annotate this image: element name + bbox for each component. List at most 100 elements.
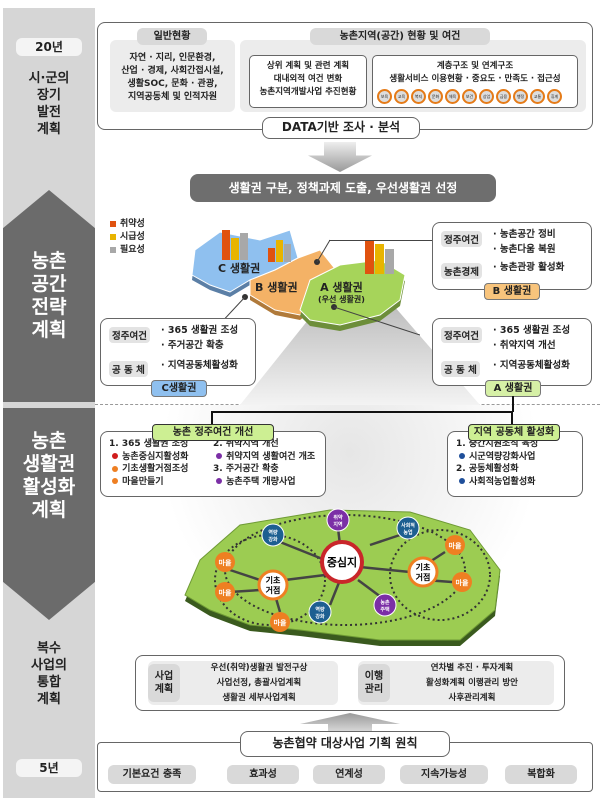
bar-urgency — [231, 238, 239, 260]
community-item: 시군역량강화사업 — [456, 451, 538, 464]
plan-item: 활성화계획 이행관리 방안 — [426, 678, 518, 688]
community-box: 1. 중간지원조직 육성 시군역량강화사업 2. 공동체활성화 사회적농업활성화 — [447, 431, 583, 497]
capacity-nodes — [261, 523, 332, 624]
vulnerable-node — [326, 508, 350, 532]
bar-necessity — [240, 233, 248, 260]
region-c-box: 정주여건 · 365 생활권 조성· 주거공간 확충 공 동 체 · 지역공동체… — [100, 318, 256, 386]
principle-complexity: 복합화 — [505, 765, 577, 784]
connector — [512, 396, 514, 412]
general-item: 자연 · 지리, 인문환경, — [129, 53, 216, 63]
living-item: 마을만들기 — [109, 476, 188, 489]
stage-text: 복수 — [37, 641, 61, 656]
capacity-label: 강화 — [315, 613, 325, 620]
label-economy: 농촌경제 — [441, 263, 482, 279]
bar-vulnerability — [222, 230, 230, 260]
item: · 365 생활권 조성 — [493, 325, 571, 336]
period-5-years: 5년 — [16, 759, 82, 777]
base-label: 거점 — [416, 572, 431, 582]
rural-title: 농촌지역(공간) 현황 및 여건 — [310, 28, 490, 45]
stage-text: 공간 — [31, 273, 67, 295]
structure-item: 생활서비스 이용현황 · 중요도 · 만족도 · 접근성 — [389, 74, 561, 84]
region-a-badge: A 생활권 — [485, 380, 541, 397]
bar-necessity — [284, 244, 291, 262]
legend-urgency: 시급성 — [110, 231, 145, 244]
general-items: 자연 · 지리, 인문환경,산업 · 경제, 사회간접시설,생활SOC, 문화 … — [110, 52, 235, 104]
region-a-label: A 생활권(우선 생활권) — [318, 282, 365, 306]
service-icon: 체육 — [445, 89, 460, 104]
living-item-text: 취약지역 생활여건 개조 — [226, 451, 316, 462]
living-item-text: 기초생활거점조성 — [122, 464, 189, 474]
label-text: 이행 — [364, 671, 384, 682]
living-heading: 1. 365 생활권 조성 — [109, 439, 189, 449]
banner-selection: 생활권 구분, 정책과제 도출, 우선생활권 선정 — [190, 174, 496, 202]
region-c-badge: C생활권 — [151, 380, 207, 397]
region-b-box: 정주여건 · 농촌공간 정비· 농촌다움 복원 농촌경제 · 농촌관광 활성화 — [432, 222, 592, 290]
plans-item: 대내외적 여건 변화 — [273, 74, 343, 84]
legend-label: 필요성 — [120, 245, 145, 255]
general-title: 일반현황 — [137, 28, 207, 45]
living-item-text: 농촌주택 개량사업 — [226, 476, 296, 487]
stage-text: 장기 — [37, 88, 61, 103]
stage-text: 사업의 — [31, 658, 67, 673]
social-label: 사회적 — [401, 522, 415, 529]
general-item: 산업 · 경제, 사회간접시설, — [121, 66, 224, 76]
capacity-label: 역량 — [268, 529, 278, 536]
stage-text: 통합 — [37, 675, 61, 690]
plan-item: 생활권 세부사업계획 — [222, 693, 296, 703]
principle-basic: 기본요건 충족 — [108, 765, 196, 784]
label-text: 계획 — [154, 684, 174, 695]
service-icon: 행정 — [513, 89, 528, 104]
service-icon: 복지 — [411, 89, 426, 104]
legend-label: 시급성 — [120, 232, 145, 242]
dotted-ring — [389, 529, 491, 621]
stage-text: 발전 — [37, 105, 61, 120]
center-node — [320, 540, 364, 584]
region-b-label: B 생활권 — [255, 281, 298, 294]
data-analysis-label: DATA기반 조사 · 분석 — [262, 117, 420, 139]
service-icon: 상업 — [479, 89, 494, 104]
label-community: 공 동 체 — [109, 361, 148, 377]
village-label: 마을 — [449, 541, 462, 550]
item: · 주거공간 확충 — [161, 340, 224, 351]
legend-vulnerability: 취약성 — [110, 218, 145, 231]
bar-vulnerability — [365, 240, 374, 274]
village-label: 마을 — [274, 618, 287, 627]
stage-text: 생활권 — [22, 453, 76, 475]
community-item-text: 시군역량강화사업 — [469, 451, 536, 462]
principles-title: 농촌협약 대상사업 기획 원칙 — [240, 731, 450, 757]
stage-text: 농촌 — [31, 430, 67, 452]
region-a-sub: (우선 생활권) — [318, 295, 365, 304]
center-label: 중심지 — [327, 555, 357, 569]
bars-c — [222, 230, 248, 260]
stage-text: 시·군의 — [28, 71, 70, 86]
stage-text: 전략 — [31, 296, 67, 318]
legend: 취약성 시급성 필요성 — [110, 218, 145, 257]
community-item: 사회적농업활성화 — [456, 476, 538, 489]
item: · 농촌공간 정비 — [493, 229, 556, 240]
stage-text: 계획 — [37, 122, 61, 137]
structure-item: 계층구조 및 연계구조 — [436, 61, 514, 71]
leader-line-a — [333, 306, 420, 336]
housing-label: 주택 — [380, 606, 390, 613]
general-item: 지역공동체 및 인적자원 — [127, 92, 218, 102]
down-arrow-icon — [308, 142, 372, 172]
bar-urgency — [375, 244, 384, 274]
connector — [211, 411, 213, 425]
region-a-box: 정주여건 · 365 생활권 조성· 취약지역 개선 공 동 체 · 지역공동체… — [432, 318, 592, 386]
region-map — [191, 229, 420, 340]
base-node-right — [407, 556, 439, 588]
village-label: 마을 — [456, 578, 469, 587]
service-icon: 휴게 — [547, 89, 562, 104]
base-label: 기초 — [266, 575, 281, 585]
living-item-text: 마을만들기 — [122, 476, 164, 487]
stage-text: 계획 — [37, 692, 61, 707]
base-label: 기초 — [416, 562, 431, 572]
plan-item: 연차별 추진 · 투자계획 — [430, 663, 514, 673]
village-label: 마을 — [219, 588, 232, 597]
